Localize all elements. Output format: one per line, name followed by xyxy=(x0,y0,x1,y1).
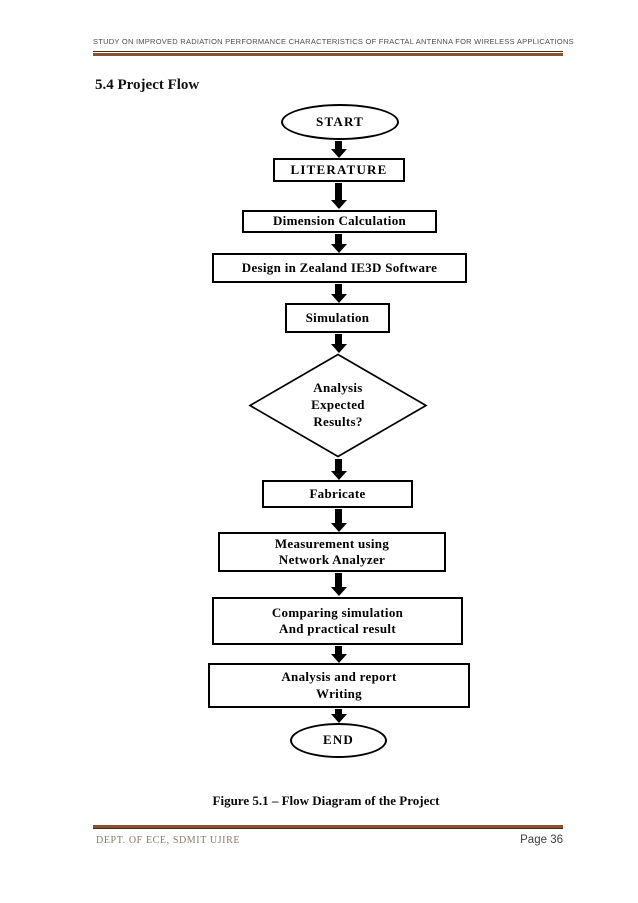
node-label: Design in Zealand IE3D Software xyxy=(241,259,438,275)
flow-arrow xyxy=(330,183,347,209)
flow-arrow xyxy=(330,573,347,596)
arrow-head xyxy=(330,294,347,303)
arrow-head xyxy=(330,149,347,158)
flow-arrow xyxy=(330,234,347,253)
running-header-text: STUDY ON IMPROVED RADIATION PERFORMANCE … xyxy=(93,37,574,46)
flow-node-start: START xyxy=(281,104,399,140)
header-rule xyxy=(93,51,563,56)
arrow-head xyxy=(330,654,347,663)
figure-caption: Figure 5.1 – Flow Diagram of the Project xyxy=(212,793,440,808)
flow-node-analysis-decision: Analysis Expected Results? xyxy=(248,353,428,458)
diamond-shape xyxy=(248,353,428,458)
arrow-stem xyxy=(335,284,342,294)
footer-rule xyxy=(93,825,563,829)
arrow-stem xyxy=(335,334,342,344)
node-label: Fabricate xyxy=(309,485,366,501)
flow-node-fabricate: Fabricate xyxy=(262,480,413,508)
arrow-stem xyxy=(335,646,342,654)
arrow-stem xyxy=(335,234,342,244)
arrow-head xyxy=(330,344,347,353)
footer-page-number: Page 36 xyxy=(520,834,563,846)
section-heading: 5.4 Project Flow xyxy=(95,77,200,93)
flow-node-literature: LITERATURE xyxy=(273,158,405,182)
flow-arrow xyxy=(330,509,347,532)
arrow-stem xyxy=(335,141,342,149)
flow-arrow xyxy=(330,284,347,303)
footer-rule-thick-line xyxy=(93,825,563,828)
flow-arrow xyxy=(330,709,347,723)
node-label: Comparing simulation And practical resul… xyxy=(271,604,404,636)
arrow-head xyxy=(330,523,347,532)
arrow-head xyxy=(330,471,347,480)
arrow-head xyxy=(330,714,347,723)
footer-rule-thin-line xyxy=(93,828,563,829)
flow-node-measurement: Measurement using Network Analyzer xyxy=(218,532,446,572)
arrow-stem xyxy=(335,459,342,471)
node-label: Simulation xyxy=(305,309,370,325)
node-label: Dimension Calculation xyxy=(272,213,407,229)
header-rule-thick-line xyxy=(93,53,563,56)
arrow-stem xyxy=(335,709,342,714)
arrow-head xyxy=(330,200,347,209)
flow-node-design-ie3d: Design in Zealand IE3D Software xyxy=(212,253,467,283)
arrow-stem xyxy=(335,509,342,523)
arrow-stem xyxy=(335,183,342,200)
node-label: Measurement using Network Analyzer xyxy=(274,535,390,567)
header-rule-thin-line xyxy=(93,51,563,52)
flow-arrow xyxy=(330,141,347,158)
flow-arrow xyxy=(330,334,347,353)
footer-department-text: DEPT. OF ECE, SDMIT UJIRE xyxy=(96,835,241,846)
arrow-head xyxy=(330,244,347,253)
flow-node-comparing: Comparing simulation And practical resul… xyxy=(212,597,463,645)
node-label: LITERATURE xyxy=(290,161,388,177)
flow-node-analysis-report: Analysis and report Writing xyxy=(208,663,470,708)
node-label: Analysis and report Writing xyxy=(281,669,397,701)
flow-arrow xyxy=(330,646,347,663)
flow-node-dimension-calculation: Dimension Calculation xyxy=(242,210,437,233)
flow-node-simulation: Simulation xyxy=(285,303,390,333)
node-label: START xyxy=(316,113,364,129)
page-footer: DEPT. OF ECE, SDMIT UJIRE Page 36 xyxy=(93,834,563,846)
arrow-stem xyxy=(335,573,342,587)
node-label: END xyxy=(322,732,355,748)
arrow-head xyxy=(330,587,347,596)
flow-node-end: END xyxy=(290,723,387,758)
flow-arrow xyxy=(330,459,347,480)
node-label: Analysis Expected Results? xyxy=(311,380,365,429)
